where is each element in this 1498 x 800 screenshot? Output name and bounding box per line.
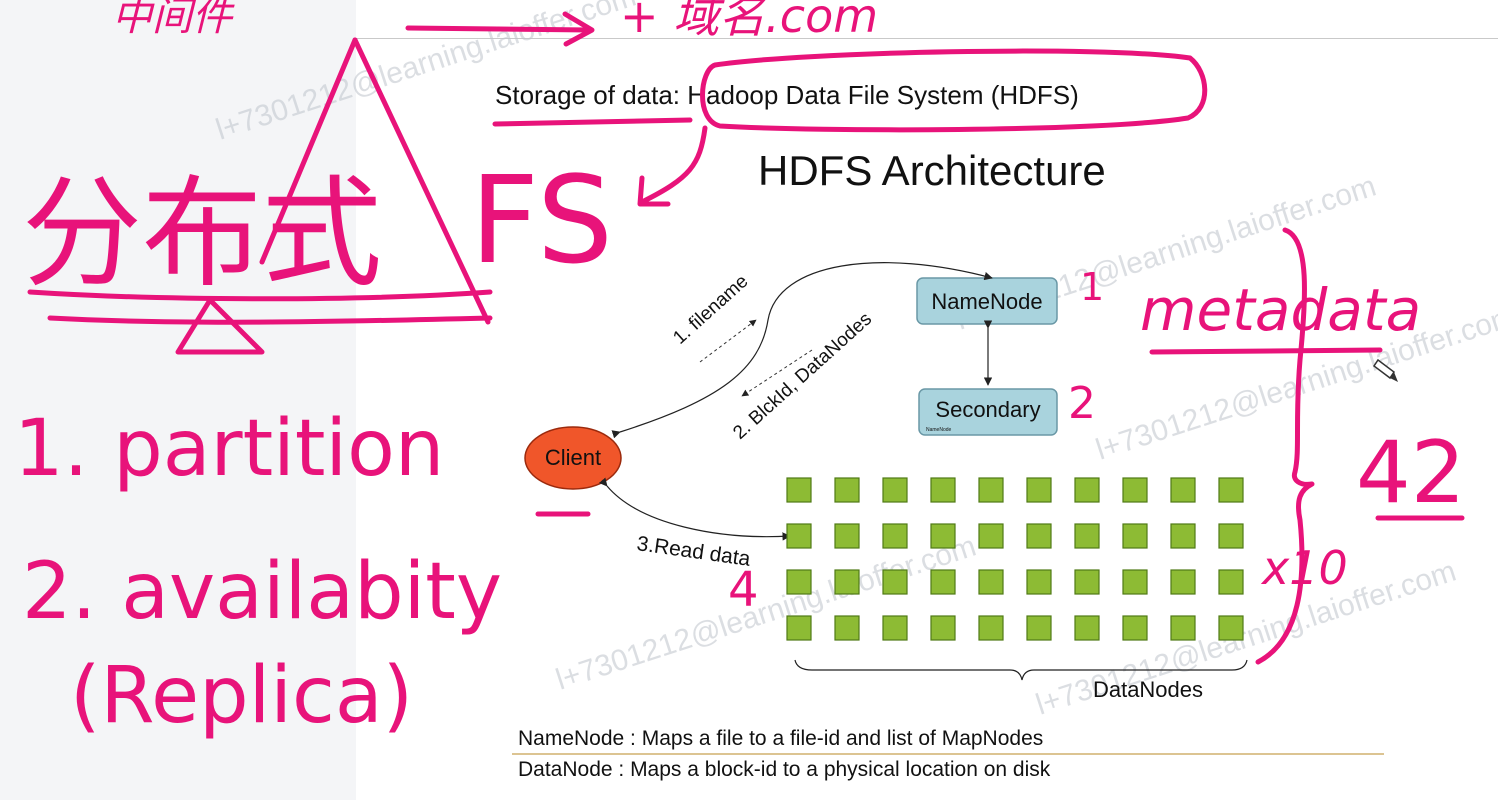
datanode-cell bbox=[978, 569, 1004, 595]
datanode-cell bbox=[1074, 477, 1100, 503]
blockid-dashed-arrow bbox=[741, 349, 813, 397]
datanode-cell bbox=[834, 523, 860, 549]
handwritten-list-1: 1. partition bbox=[14, 404, 444, 494]
handwritten-arrow-to-fs bbox=[639, 125, 708, 205]
handwritten-top-right: + 域名.com bbox=[620, 0, 878, 43]
datanode-cell bbox=[1218, 615, 1244, 641]
namenode-label: NameNode bbox=[931, 289, 1042, 314]
datanode-cell bbox=[930, 477, 956, 503]
handwritten-underline-storage bbox=[492, 117, 693, 127]
handwritten-baseline-2 bbox=[47, 315, 493, 325]
handwritten-num-secondary: 2 bbox=[1068, 378, 1096, 429]
watermark-text: l+7301212@learning.laioffer.com bbox=[552, 529, 980, 696]
handwritten-arrow-top bbox=[405, 25, 593, 33]
datanode-cell bbox=[1122, 615, 1148, 641]
datanode-cell bbox=[1218, 477, 1244, 503]
datanode-cell bbox=[1122, 523, 1148, 549]
datanode-cell bbox=[1170, 523, 1196, 549]
handwritten-metadata: metadata bbox=[1140, 276, 1421, 344]
datanode-cell bbox=[978, 523, 1004, 549]
datanode-cell bbox=[1074, 523, 1100, 549]
definition-namenode: NameNode : Maps a file to a file-id and … bbox=[518, 727, 1043, 750]
datanode-cell bbox=[786, 615, 812, 641]
definition-datanode: DataNode : Maps a block-id to a physical… bbox=[518, 758, 1051, 781]
handwritten-fulcrum bbox=[175, 297, 265, 355]
handwritten-circle-hdfs bbox=[700, 48, 1208, 133]
handwriting-layer: 中间件 + 域名.com 分布式 FS 1. partition 2. avai… bbox=[14, 0, 1465, 741]
handwritten-times-ten: x10 bbox=[1260, 541, 1348, 595]
datanode-cell bbox=[834, 569, 860, 595]
datanode-cell bbox=[882, 477, 908, 503]
datanode-cell bbox=[1170, 569, 1196, 595]
client-namenode-arrow bbox=[611, 262, 993, 439]
datanode-cell bbox=[930, 523, 956, 549]
datanode-cell bbox=[930, 569, 956, 595]
datanode-cell bbox=[1074, 615, 1100, 641]
datanode-grid bbox=[786, 477, 1244, 641]
handwritten-triangle-right bbox=[352, 37, 491, 325]
secondary-namenode-box: Secondary NameNode bbox=[918, 388, 1058, 436]
datanode-cell bbox=[1026, 615, 1052, 641]
datanode-cell bbox=[930, 615, 956, 641]
diagram-heading: HDFS Architecture bbox=[758, 147, 1106, 194]
handwritten-right-brace bbox=[1255, 227, 1315, 665]
datanode-cell bbox=[882, 523, 908, 549]
datanode-cell bbox=[882, 569, 908, 595]
secondary-label: Secondary bbox=[935, 397, 1040, 422]
datanodes-brace bbox=[794, 659, 1248, 681]
datanode-cell bbox=[834, 477, 860, 503]
datanode-cell bbox=[978, 615, 1004, 641]
slide-top-border bbox=[356, 38, 1498, 39]
datanode-cell bbox=[1122, 477, 1148, 503]
datanode-cell bbox=[1026, 523, 1052, 549]
datanode-cell bbox=[1218, 523, 1244, 549]
datanode-cell bbox=[786, 569, 812, 595]
handwritten-arrow-top-head bbox=[562, 11, 595, 47]
client-datanode-arrow bbox=[598, 477, 791, 541]
datanodes-label: DataNodes bbox=[1093, 677, 1203, 702]
namenode-box: NameNode bbox=[916, 277, 1058, 325]
storage-title: Storage of data: Hadoop Data File System… bbox=[495, 80, 1079, 110]
datanode-cell bbox=[834, 615, 860, 641]
datanode-cell bbox=[1218, 569, 1244, 595]
datanode-cell bbox=[1026, 477, 1052, 503]
handwritten-list-2: 2. availabity bbox=[22, 547, 502, 637]
datanode-cell bbox=[1026, 569, 1052, 595]
handwritten-list-3: (Replica) bbox=[70, 651, 413, 741]
datanode-cell bbox=[1074, 569, 1100, 595]
handwritten-num-read: 4 bbox=[728, 562, 759, 618]
datanode-cell bbox=[978, 477, 1004, 503]
handwritten-chinese-main: 分布式 bbox=[22, 165, 382, 304]
filename-dashed-arrow bbox=[699, 319, 757, 363]
handwritten-triangle-left bbox=[259, 37, 358, 265]
datanode-cell bbox=[786, 477, 812, 503]
secondary-sublabel: NameNode bbox=[926, 427, 952, 433]
handwritten-top-left: 中间件 bbox=[112, 0, 235, 40]
arrow-blockid-label: 2. BlckId, DataNodes bbox=[729, 309, 876, 444]
left-notes-panel bbox=[0, 0, 356, 800]
datanode-cell bbox=[882, 615, 908, 641]
handwritten-baseline bbox=[27, 289, 493, 302]
datanode-cell bbox=[786, 523, 812, 549]
client-node: Client bbox=[524, 426, 622, 490]
handwritten-arrow-to-fs-head bbox=[637, 175, 671, 207]
arrow-filename-label: 1. filename bbox=[669, 271, 752, 349]
handwritten-num-namenode: 1 bbox=[1080, 265, 1104, 309]
client-label: Client bbox=[545, 445, 601, 470]
handwritten-total: 42 bbox=[1356, 423, 1465, 523]
datanode-cell bbox=[1170, 615, 1196, 641]
pencil-cursor-icon bbox=[1372, 358, 1398, 382]
handwritten-metadata-underline bbox=[1149, 347, 1383, 355]
handwritten-fs: FS bbox=[470, 152, 613, 291]
datanode-cell bbox=[1170, 477, 1196, 503]
datanode-cell bbox=[1122, 569, 1148, 595]
